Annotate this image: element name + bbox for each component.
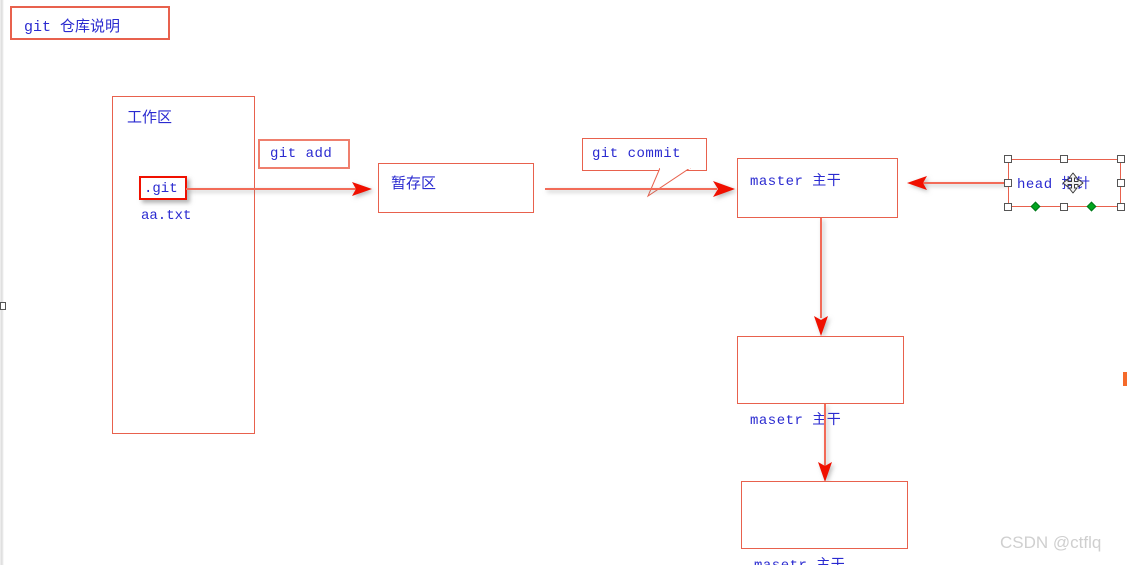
workarea-box[interactable]: 工作区 bbox=[112, 96, 255, 434]
workarea-file-label: aa.txt bbox=[141, 208, 192, 224]
selection-handle-bottom-left[interactable] bbox=[1004, 203, 1012, 211]
branch-name-label: masetr 主干 bbox=[750, 413, 842, 429]
git-add-label-box[interactable]: git add bbox=[258, 139, 350, 169]
selection-handle-middle-left[interactable] bbox=[1004, 179, 1012, 187]
diagram-title-box[interactable]: git 仓库说明 bbox=[10, 6, 170, 40]
branch-box-commit2[interactable]: masetr 主干 修改2 bbox=[741, 481, 908, 565]
selection-handle-top-right[interactable] bbox=[1117, 155, 1125, 163]
callout-tail-icon bbox=[646, 168, 691, 198]
page-edge-strip bbox=[0, 0, 4, 565]
selection-handle-bottom-center[interactable] bbox=[1060, 203, 1068, 211]
move-cursor-icon bbox=[1062, 172, 1084, 194]
left-edge-handle-fragment bbox=[0, 302, 6, 310]
arrow-left-icon bbox=[907, 176, 1011, 190]
selection-handle-middle-right[interactable] bbox=[1117, 179, 1125, 187]
right-edge-fragment bbox=[1123, 372, 1127, 386]
arrow-right-icon bbox=[545, 181, 735, 197]
staging-area-box[interactable]: 暂存区 bbox=[378, 163, 534, 213]
git-directory-box[interactable]: .git bbox=[139, 176, 187, 200]
branch-box-commit1[interactable]: masetr 主干 修改1 bbox=[737, 336, 904, 519]
watermark-label: CSDN @ctflq bbox=[1000, 533, 1102, 552]
selection-handle-bottom-right[interactable] bbox=[1117, 203, 1125, 211]
git-commit-callout-box[interactable]: git commit bbox=[582, 138, 707, 171]
branch-box-master[interactable]: master 主干 bbox=[737, 158, 898, 218]
arrow-down-icon bbox=[814, 218, 828, 336]
branch-name-label: masetr 主干 bbox=[754, 551, 907, 565]
selection-handle-top-left[interactable] bbox=[1004, 155, 1012, 163]
selection-handle-top-center[interactable] bbox=[1060, 155, 1068, 163]
